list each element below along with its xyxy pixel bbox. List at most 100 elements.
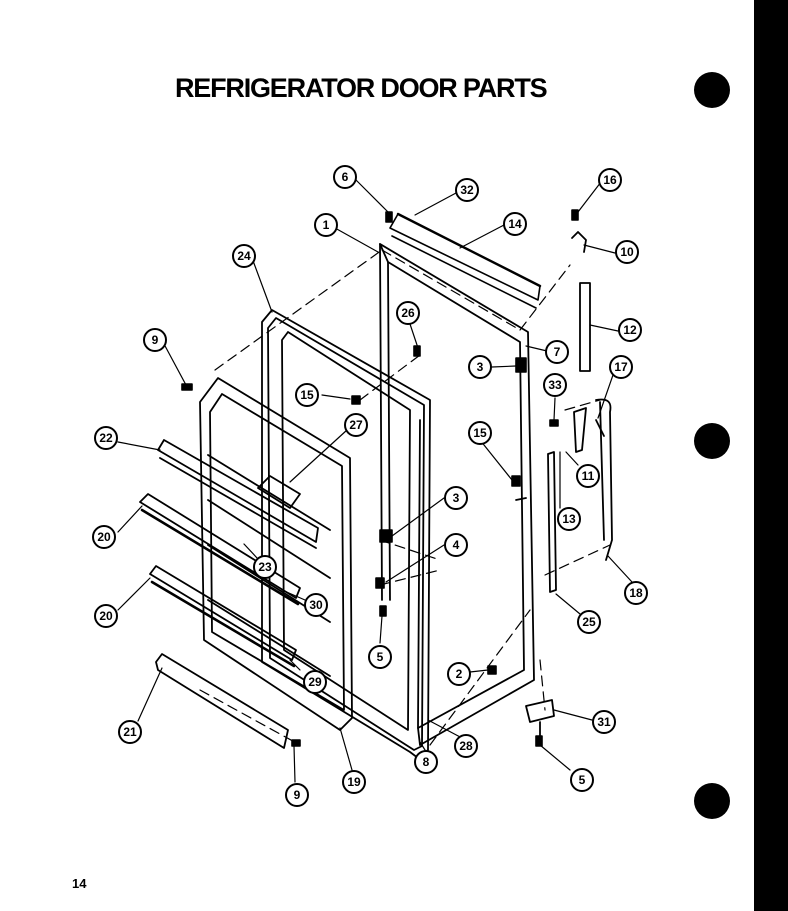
callout-33: 33	[543, 373, 567, 397]
top-trim	[389, 212, 542, 309]
callout-circle	[618, 318, 642, 342]
callout-label: 5	[377, 650, 384, 664]
callout-circle	[454, 734, 478, 758]
page-title: REFRIGERATOR DOOR PARTS	[175, 73, 548, 103]
callout-label: 33	[548, 378, 562, 392]
callout-circle	[447, 662, 471, 686]
callout-12: 12	[618, 318, 642, 342]
callout-label: 6	[342, 170, 349, 184]
callout-circle	[333, 165, 357, 189]
callout-29: 29	[303, 670, 327, 694]
callout-label: 23	[258, 560, 272, 574]
callout-circle	[609, 355, 633, 379]
callout-label: 32	[460, 183, 474, 197]
callout-5: 5	[570, 768, 594, 792]
callout-circle	[503, 212, 527, 236]
callout-circle	[570, 768, 594, 792]
callout-20: 20	[92, 525, 116, 549]
callout-label: 2	[456, 667, 463, 681]
callout-8: 8	[414, 750, 438, 774]
callout-circle	[557, 507, 581, 531]
callout-23: 23	[253, 555, 277, 579]
callout-circle	[624, 581, 648, 605]
callout-circle	[576, 464, 600, 488]
callout-label: 10	[620, 245, 634, 259]
callout-label: 1	[323, 218, 330, 232]
callout-label: 18	[629, 586, 643, 600]
callout-label: 16	[603, 173, 617, 187]
hinge-and-side-bars	[525, 231, 613, 746]
callout-label: 28	[459, 739, 473, 753]
callout-circle	[295, 383, 319, 407]
callout-17: 17	[609, 355, 633, 379]
callout-label: 22	[99, 431, 113, 445]
callout-14: 14	[503, 212, 527, 236]
callout-label: 14	[508, 217, 522, 231]
punch-hole-top	[694, 72, 730, 108]
callout-label: 19	[347, 775, 361, 789]
callout-label: 3	[453, 491, 460, 505]
callout-circle	[118, 720, 142, 744]
callout-label: 24	[237, 249, 251, 263]
callout-circle	[368, 645, 392, 669]
callout-label: 9	[294, 788, 301, 802]
callout-circle	[444, 533, 468, 557]
punch-hole-middle	[694, 423, 730, 459]
callout-circle	[455, 178, 479, 202]
hardware-bits	[181, 209, 579, 747]
callout-5: 5	[368, 645, 392, 669]
callout-circle	[232, 244, 256, 268]
callout-circle	[543, 373, 567, 397]
callout-3: 3	[468, 355, 492, 379]
callout-circle	[303, 670, 327, 694]
callout-15: 15	[468, 421, 492, 445]
callout-circle	[468, 355, 492, 379]
callout-circle	[92, 525, 116, 549]
callout-circle	[304, 593, 328, 617]
callout-30: 30	[304, 593, 328, 617]
callout-22: 22	[94, 426, 118, 450]
callout-label: 11	[582, 469, 595, 483]
callout-25: 25	[577, 610, 601, 634]
callout-label: 15	[300, 388, 314, 402]
callout-circle	[285, 783, 309, 807]
callout-label: 20	[97, 530, 111, 544]
callout-circle	[615, 240, 639, 264]
callout-circle	[143, 328, 167, 352]
callout-31: 31	[592, 710, 616, 734]
callout-label: 4	[453, 538, 460, 552]
callout-27: 27	[344, 413, 368, 437]
callout-2: 2	[447, 662, 471, 686]
callout-circle	[314, 213, 338, 237]
callout-13: 13	[557, 507, 581, 531]
callout-21: 21	[118, 720, 142, 744]
callout-label: 21	[123, 725, 137, 739]
callout-20: 20	[94, 604, 118, 628]
callout-circle	[396, 301, 420, 325]
callout-circle	[468, 421, 492, 445]
callout-label: 13	[562, 512, 576, 526]
callout-label: 7	[554, 345, 561, 359]
callout-7: 7	[545, 340, 569, 364]
callout-label: 20	[99, 609, 113, 623]
callout-circle	[592, 710, 616, 734]
callout-9: 9	[143, 328, 167, 352]
callout-label: 15	[473, 426, 487, 440]
callout-circle	[342, 770, 366, 794]
callout-label: 31	[597, 715, 611, 729]
callout-label: 25	[582, 615, 596, 629]
door-gasket	[261, 309, 431, 759]
callout-label: 26	[401, 306, 415, 320]
callout-circle	[444, 486, 468, 510]
door-shelves	[139, 439, 319, 749]
callout-circle	[414, 750, 438, 774]
page-number: 14	[72, 876, 87, 891]
callout-label: 9	[152, 333, 159, 347]
callout-label: 30	[309, 598, 323, 612]
callout-18: 18	[624, 581, 648, 605]
callout-circle	[344, 413, 368, 437]
callout-circle	[253, 555, 277, 579]
leader-lines	[117, 179, 633, 783]
